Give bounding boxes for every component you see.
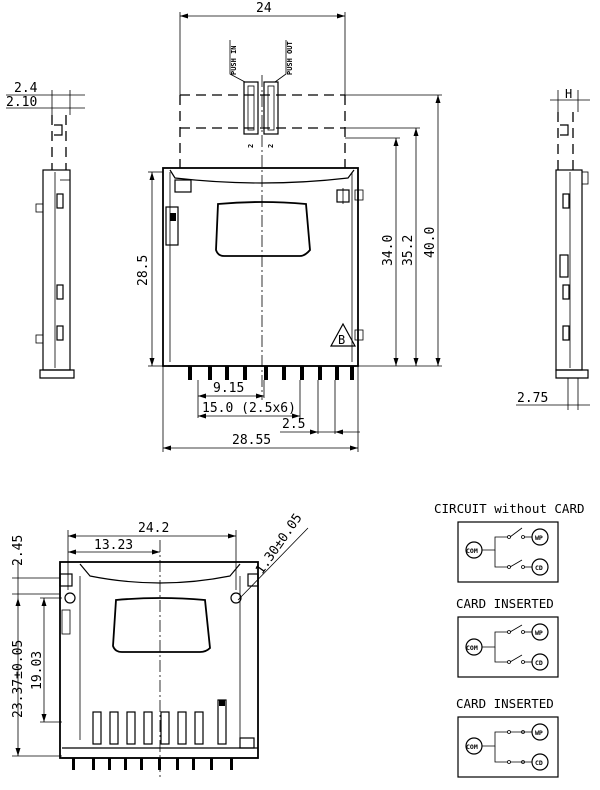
dim-2-4: 2.4 [14,81,38,96]
dim-1-30: 1.30±0.05 [253,511,306,577]
circuit-card-inserted-1: CARD INSERTED COM WP CD [456,596,559,678]
cd-label-2: CD [535,659,543,667]
dim-19-03: 19.03 [30,651,45,690]
dim-h: H [565,87,572,101]
bottom-pins [72,758,233,770]
com-label-1: COM [466,547,478,555]
pin-row [188,366,354,380]
top-view: 24 PUSH IN PUSH OUT 2 2 [136,1,442,452]
circuit-title-1: CIRCUIT without CARD [434,501,585,516]
dim-35-2: 35.2 [401,235,416,266]
com-label-2: COM [466,644,478,652]
dim-15-0: 15.0 (2.5x6) [202,401,296,416]
dim-2-75: 2.75 [517,391,548,406]
push-in-label: PUSH IN [230,45,238,75]
dim-28-5: 28.5 [136,255,151,286]
cd-label-1: CD [535,564,543,572]
cd-label-3: CD [535,759,543,767]
circuit-title-3: CARD INSERTED [456,696,554,711]
dim-24: 24 [256,1,272,16]
left-side-view: 2.4 2.10 [6,81,85,379]
right-side-view: H 2.75 [516,87,590,410]
dim-2-5: 2.5 [282,417,305,432]
wp-label-1: WP [535,534,543,542]
dim-40-0: 40.0 [423,227,438,258]
dim-13-23: 13.23 [94,538,133,553]
push-out-label: PUSH OUT [286,41,294,75]
dim-28-55: 28.55 [232,433,271,448]
circuit-without-card: CIRCUIT without CARD COM WP CD [434,501,585,583]
dim-24-2: 24.2 [138,521,169,536]
pos-left: 2 [247,144,255,148]
dim-34-0: 34.0 [381,235,396,266]
circuit-title-2: CARD INSERTED [456,596,554,611]
contact-fingers [92,699,255,749]
com-label-3: COM [466,743,478,751]
dim-23-37: 23.37±0.05 [11,640,26,718]
dim-9-15: 9.15 [213,381,244,396]
b-mark: B [338,333,345,347]
dim-2-10: 2.10 [6,95,37,110]
circuit-card-inserted-2: CARD INSERTED COM WP CD [456,696,559,778]
wp-label-2: WP [535,629,543,637]
pos-right: 2 [267,144,275,148]
wp-label-3: WP [535,729,543,737]
bottom-view: 24.2 13.23 2.45 1.30±0.05 23.37±0.05 19.… [11,511,309,780]
dim-2-45: 2.45 [11,535,26,566]
